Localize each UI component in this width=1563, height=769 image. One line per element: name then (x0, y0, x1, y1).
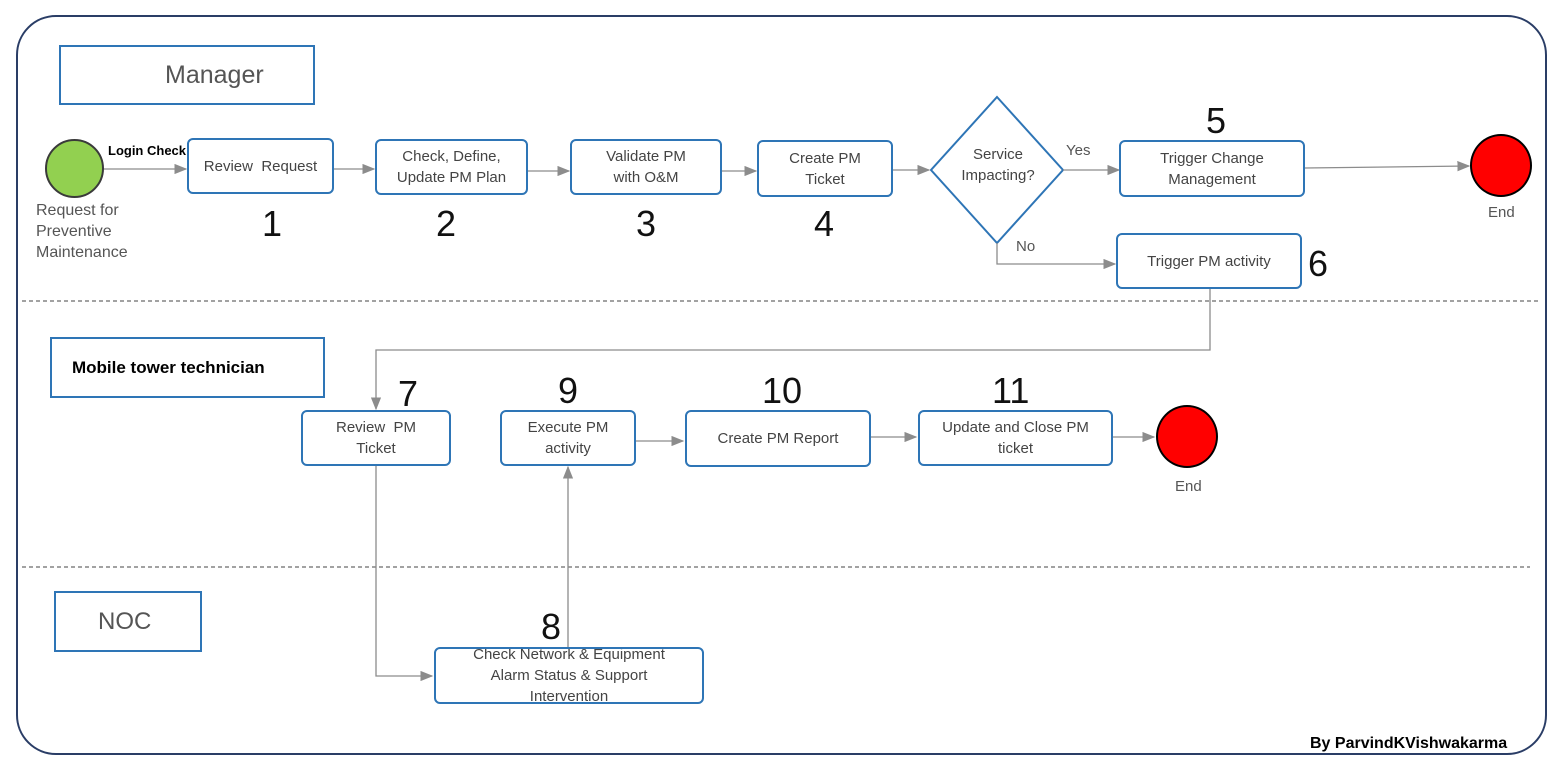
step-validate-pm[interactable]: Validate PM with O&M (570, 139, 722, 195)
start-event (45, 139, 104, 198)
lane-noc-text: NOC (98, 607, 152, 635)
diagram-frame (16, 15, 1547, 755)
login-check-label: Login Check (108, 143, 187, 158)
step-number-2: 2 (436, 203, 457, 244)
lane-technician-text: Mobile tower technician (72, 357, 265, 377)
step-create-report[interactable]: Create PM Report (685, 410, 871, 467)
step-review-ticket[interactable]: Review PM Ticket (301, 410, 451, 466)
author-credit: By ParvindKVishwakarma (1310, 735, 1508, 752)
step-number-1: 1 (262, 203, 283, 244)
step-number-5: 5 (1206, 100, 1227, 141)
lane-manager-text: Manager (165, 60, 264, 89)
lane-label-technician: Mobile tower technician (50, 337, 325, 398)
arrow-change-end (1304, 160, 1471, 172)
end-label-manager: End (1488, 204, 1515, 221)
step-number-3: 3 (636, 203, 657, 244)
no-label: No (1016, 238, 1036, 255)
end-label-technician: End (1175, 478, 1202, 495)
start-caption: Request for Preventive Maintenance (36, 202, 128, 261)
end-event-manager (1470, 134, 1532, 197)
step-update-close[interactable]: Update and Close PM ticket (918, 410, 1113, 466)
step-review-request[interactable]: Review Request (187, 138, 334, 194)
step-create-ticket[interactable]: Create PM Ticket (757, 140, 893, 197)
step-trigger-pm[interactable]: Trigger PM activity (1116, 233, 1302, 289)
step-number-10: 10 (762, 370, 803, 411)
lane-label-noc: NOC (54, 591, 202, 652)
decision-label: Service Impacting? (961, 146, 1035, 184)
arrow-trigger-review (370, 289, 1211, 411)
step-trigger-change[interactable]: Trigger Change Management (1119, 140, 1305, 197)
step-check-define[interactable]: Check, Define, Update PM Plan (375, 139, 528, 195)
step-number-8: 8 (541, 606, 562, 647)
step-number-9: 9 (558, 370, 579, 411)
end-event-technician (1156, 405, 1218, 468)
step-check-network[interactable]: Check Network & Equipment Alarm Status &… (434, 647, 704, 704)
lane-label-manager: Manager (59, 45, 315, 105)
step-number-6: 6 (1308, 243, 1329, 284)
yes-label: Yes (1066, 142, 1091, 159)
step-number-11: 11 (992, 370, 1030, 411)
step-number-4: 4 (814, 203, 835, 244)
arrow-no (996, 243, 1117, 270)
arrow-review-check-network (375, 466, 434, 682)
step-number-7: 7 (398, 373, 419, 414)
step-execute-pm[interactable]: Execute PM activity (500, 410, 636, 466)
